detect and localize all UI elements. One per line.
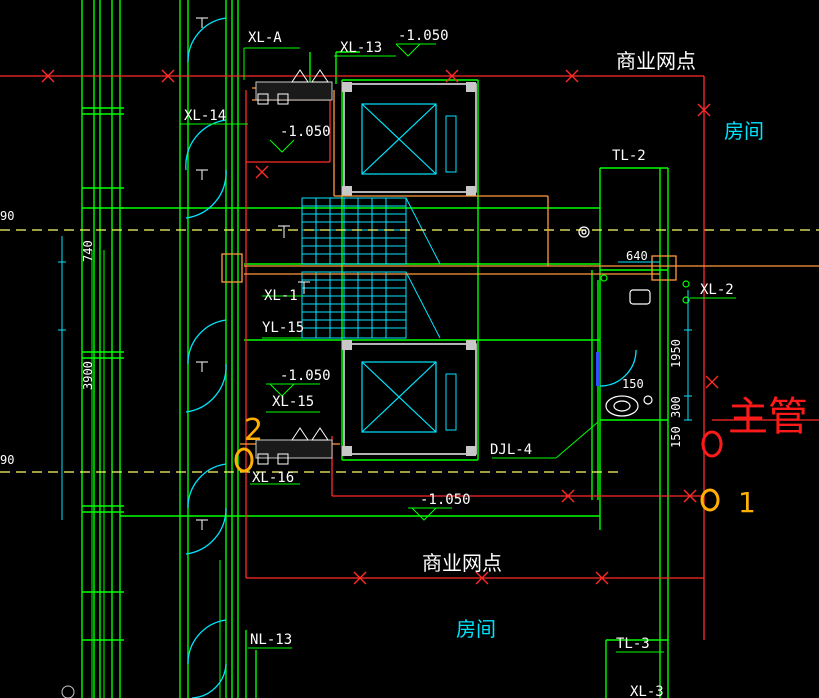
label-tl-2: TL-2 xyxy=(612,148,646,164)
dim-1950: 1950 xyxy=(669,339,683,368)
leader-lines xyxy=(180,43,736,653)
wall-lines xyxy=(81,0,669,698)
valve-symbols xyxy=(255,69,333,465)
dimension-labels: 640 740 3900 1950 150 300 150 90 90 xyxy=(0,209,683,467)
dimension-lines xyxy=(58,236,692,520)
label-xl-a: XL-A xyxy=(248,30,282,46)
room-right: 房间 xyxy=(724,119,764,143)
stair-treads xyxy=(301,197,441,339)
sanitary-fixtures xyxy=(578,226,690,417)
handwritten-annotations: 主管 1 2 xyxy=(234,394,808,519)
annotation-circle-orange-2 xyxy=(234,447,254,473)
room-bottom: 房间 xyxy=(456,617,496,641)
label-xl-1: XL-1 xyxy=(264,288,298,304)
dim-90-a: 90 xyxy=(0,209,14,223)
dim-90-b: 90 xyxy=(0,453,14,467)
level-triangles xyxy=(269,43,437,521)
label-xl-16: XL-16 xyxy=(252,470,294,486)
axis-lines xyxy=(0,229,819,473)
dim-640: 640 xyxy=(626,249,648,263)
annotation-main-pipe: 主管 xyxy=(728,394,808,440)
label-djl-4: DJL-4 xyxy=(490,442,532,458)
annotation-circle-red xyxy=(701,430,723,458)
level-upper-left: -1.050 xyxy=(280,124,331,140)
annotation-num-1: 1 xyxy=(738,486,756,519)
room-shop-top: 商业网点 xyxy=(616,49,696,73)
level-top: -1.050 xyxy=(398,28,449,44)
water-pipe-markers xyxy=(41,69,719,585)
room-labels: 商业网点 房间 商业网点 房间 xyxy=(422,49,764,641)
label-xl-14: XL-14 xyxy=(184,108,226,124)
level-lower-left: -1.050 xyxy=(280,368,331,384)
level-labels: -1.050 -1.050 -1.050 -1.050 xyxy=(280,28,471,508)
dim-150-a: 150 xyxy=(622,377,644,391)
misc-marks xyxy=(61,17,310,698)
lift-shaft-bottom xyxy=(342,340,477,456)
level-bottom: -1.050 xyxy=(420,492,471,508)
dim-300: 300 xyxy=(669,396,683,418)
annotation-circle-orange-1 xyxy=(700,488,720,512)
pipe-labels: XL-A XL-13 XL-14 XL-1 YL-15 XL-15 XL-16 … xyxy=(184,30,734,698)
label-tl-3: TL-3 xyxy=(616,636,650,652)
lift-shaft-top xyxy=(342,82,477,196)
label-yl-15: YL-15 xyxy=(262,320,304,336)
label-xl-13: XL-13 xyxy=(340,40,382,56)
water-pipes xyxy=(0,75,819,640)
annotation-num-2: 2 xyxy=(244,413,263,448)
dim-740: 740 xyxy=(81,240,95,262)
label-xl-3: XL-3 xyxy=(630,684,664,698)
room-shop-bottom: 商业网点 xyxy=(422,551,502,575)
dim-3900: 3900 xyxy=(81,361,95,390)
label-xl-2: XL-2 xyxy=(700,282,734,298)
dim-150-b: 150 xyxy=(669,426,683,448)
door-swings xyxy=(185,17,637,698)
label-nl-13: NL-13 xyxy=(250,632,292,648)
wall-column-hatch xyxy=(91,250,233,698)
label-xl-15: XL-15 xyxy=(272,394,314,410)
door-panel-blue xyxy=(596,352,600,386)
